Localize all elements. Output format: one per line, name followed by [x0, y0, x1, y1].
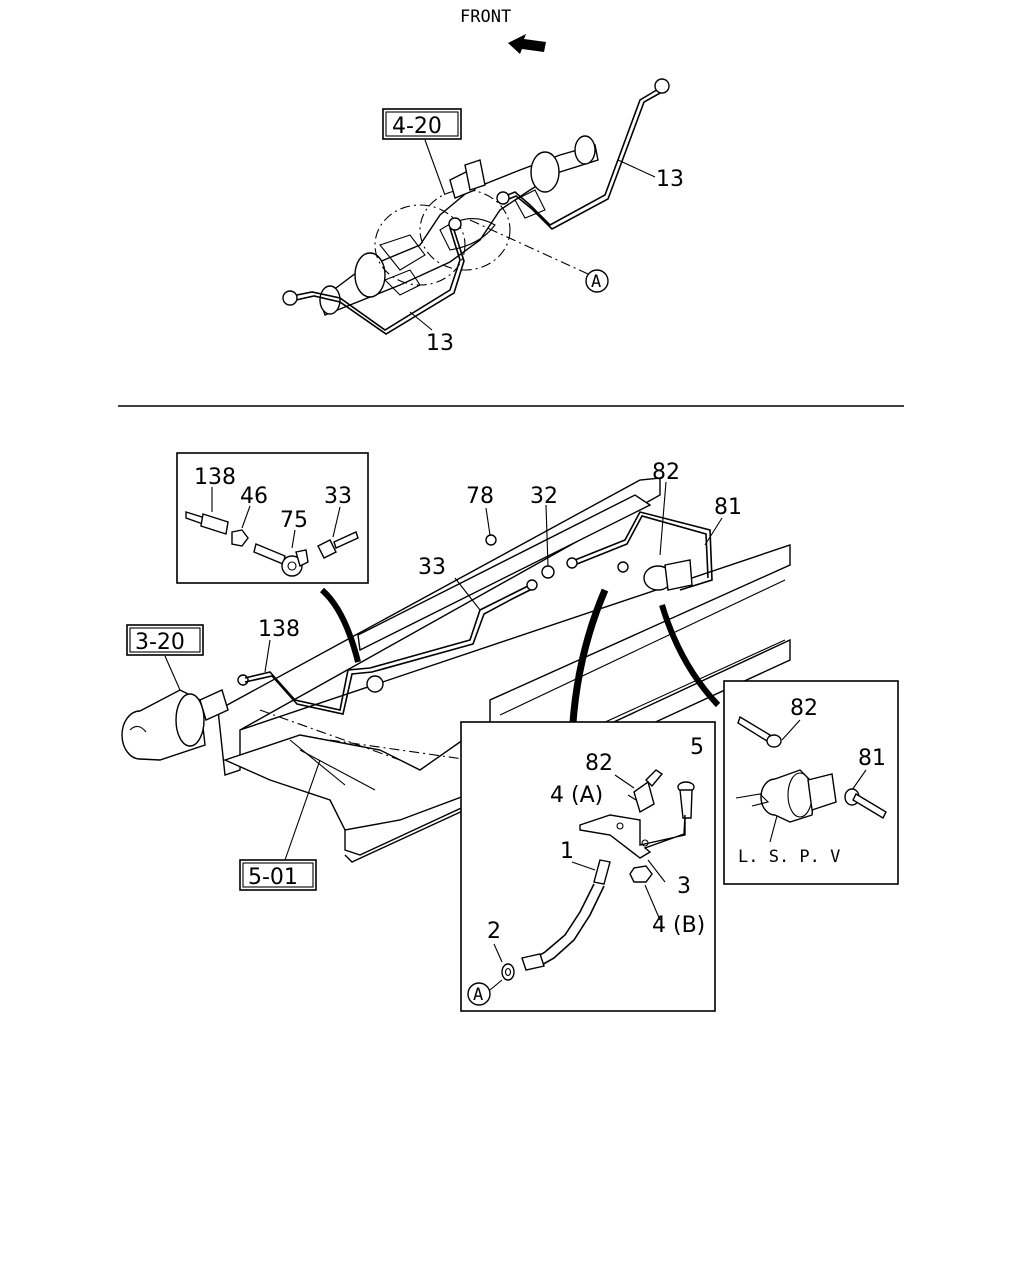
- front-indicator: FRONT: [460, 7, 546, 54]
- callout-a-bottom: A: [473, 985, 483, 1005]
- callout-4b: 4 (B): [652, 913, 705, 938]
- ref-box-3-20: 3-20: [126, 624, 204, 656]
- callout-82-main: 82: [652, 460, 680, 485]
- callout-81-main: 81: [714, 495, 742, 520]
- front-arrow-icon: [508, 34, 546, 54]
- callout-1: 1: [560, 839, 574, 864]
- pointer-inset-curve: [319, 587, 361, 663]
- callout-3: 3: [677, 874, 691, 899]
- inset-lspv: 82 81 L. S. P. V: [723, 680, 899, 885]
- callout-75: 75: [280, 508, 308, 533]
- callout-81-lspv: 81: [858, 746, 886, 771]
- brake-chamber: [121, 674, 249, 761]
- callout-32: 32: [530, 484, 558, 509]
- ref-3-20-label: 3-20: [135, 630, 185, 655]
- lspv-label: L. S. P. V: [738, 847, 840, 867]
- callout-13-top: 13: [656, 167, 684, 192]
- callout-4a: 4 (A): [550, 783, 603, 808]
- callout-138-inset: 138: [194, 465, 236, 490]
- ref-box-5-01: 5-01: [239, 859, 317, 891]
- brake-pipe-main: [244, 511, 713, 715]
- front-label: FRONT: [460, 7, 511, 27]
- callout-2: 2: [487, 919, 501, 944]
- ref-box-4-20: 4-20: [382, 108, 462, 140]
- callout-82-bracket: 82: [585, 751, 613, 776]
- callout-78: 78: [466, 484, 494, 509]
- inset-bracket: 82 5 4 (A) 1 3 4 (B) 2 A: [460, 721, 716, 1012]
- callout-a-top: A: [585, 269, 609, 293]
- callout-82-lspv: 82: [790, 696, 818, 721]
- callout-5: 5: [690, 735, 704, 760]
- ref-4-20-label: 4-20: [392, 114, 442, 139]
- chassis-frame: [217, 477, 791, 863]
- ref-5-01-label: 5-01: [248, 865, 298, 890]
- callout-138-main: 138: [258, 617, 300, 642]
- pointer-lspv-curve: [659, 604, 721, 708]
- callout-33-main: 33: [418, 555, 446, 580]
- svg-text:A: A: [591, 272, 601, 292]
- callout-46: 46: [240, 484, 268, 509]
- callout-13-bottom: 13: [426, 331, 454, 356]
- inset-fittings: 138 46 75 33: [176, 452, 369, 584]
- rear-axle-assembly: [282, 78, 670, 335]
- callout-33-inset: 33: [324, 484, 352, 509]
